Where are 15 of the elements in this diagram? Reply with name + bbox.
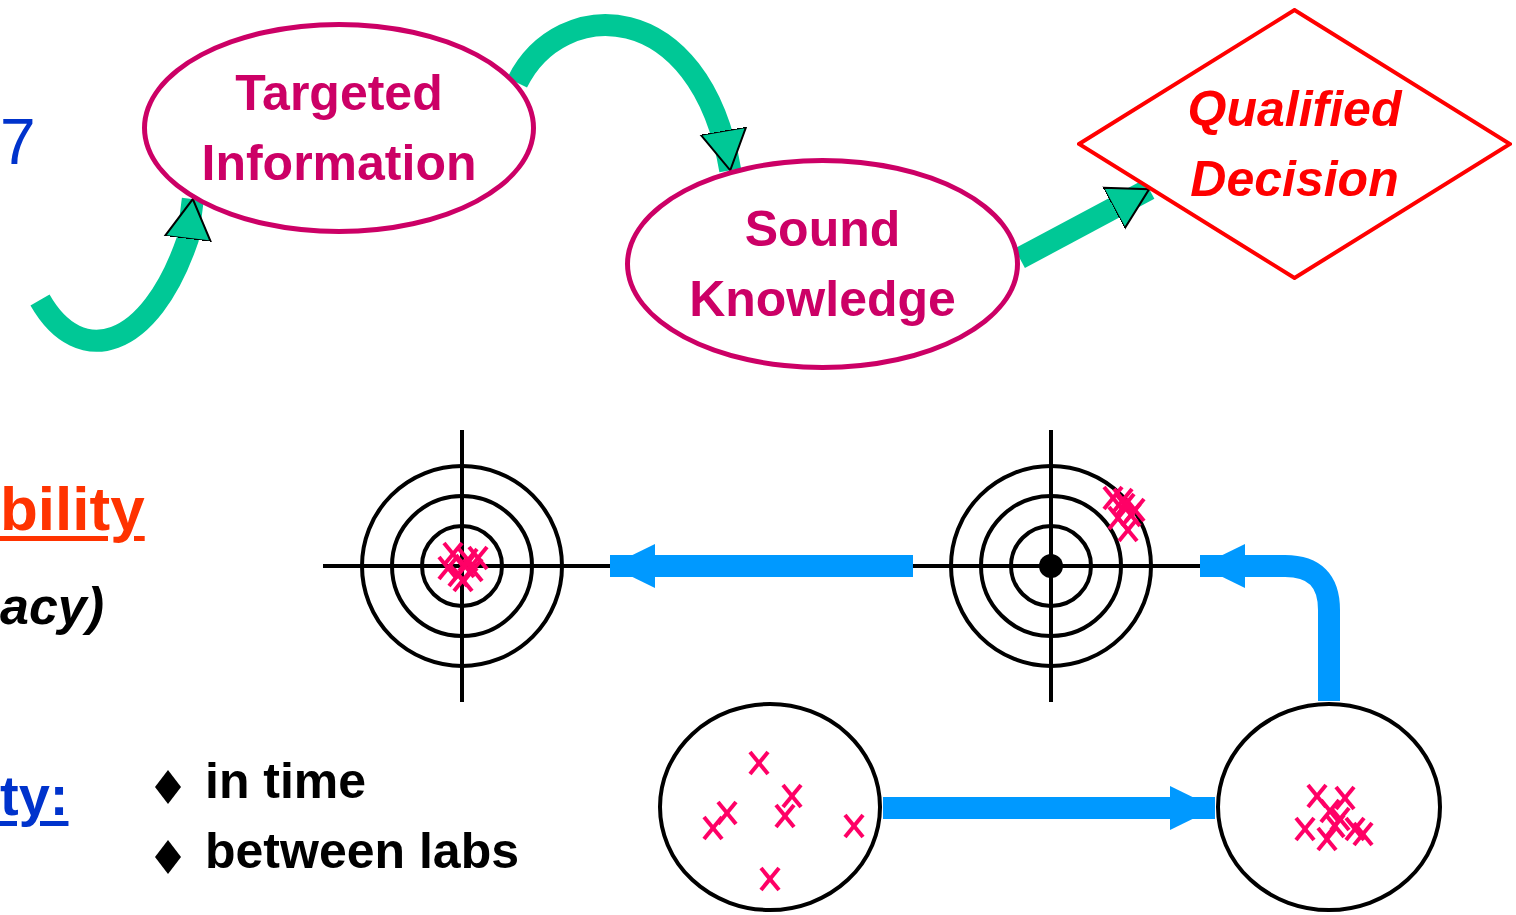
decision-diamond [1077,8,1512,280]
block-arrow [1200,544,1340,701]
block-arrow [30,197,212,352]
text-label: in time [205,756,367,806]
text-label: between labs [205,826,519,876]
scatter-circle-drawing [657,701,883,913]
node-label: Qualified Decision [1186,80,1404,209]
target-drawing [323,430,610,702]
block-arrow [883,786,1215,830]
scatter-circle-drawing [1215,701,1443,913]
node-label: Targeted Information [200,64,478,193]
text-label: 7 [0,110,36,174]
node-label: Sound Knowledge [688,200,957,329]
target-drawing [913,430,1200,702]
block-arrow [610,544,913,588]
